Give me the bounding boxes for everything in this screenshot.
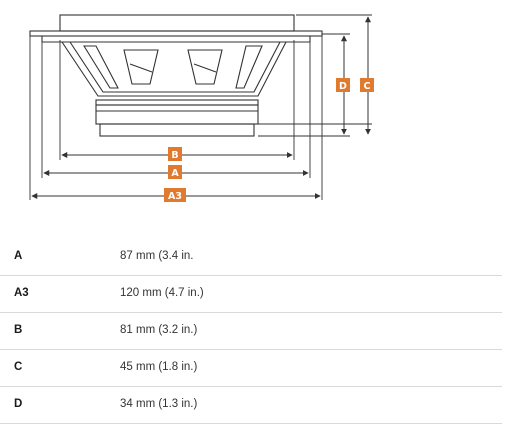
spec-value: 87 mm (3.4 in. — [120, 250, 194, 262]
badge-d: D — [336, 78, 350, 92]
speaker-dimension-diagram: D C B A A3 — [0, 0, 512, 210]
spec-label: B — [14, 324, 23, 336]
spec-value: 45 mm (1.8 in.) — [120, 361, 198, 373]
spec-value: 81 mm (3.2 in.) — [120, 324, 198, 336]
badge-c: C — [360, 78, 374, 92]
spec-value: 34 mm (1.3 in.) — [120, 398, 198, 410]
svg-text:A: A — [171, 168, 179, 179]
extension-lines — [29, 14, 372, 200]
svg-text:D: D — [339, 81, 347, 92]
spec-label: C — [14, 361, 23, 373]
spec-label: A3 — [14, 287, 29, 299]
dimension-arrows — [31, 16, 371, 199]
spec-value: 120 mm (4.7 in.) — [120, 287, 204, 299]
badge-b: B — [168, 147, 182, 161]
spec-label: A — [14, 250, 23, 262]
spec-label: D — [14, 398, 23, 410]
speaker-drawing: D C B A A3 — [29, 14, 374, 202]
badge-a3: A3 — [164, 188, 186, 202]
spec-row-d: D 34 mm (1.3 in.) — [0, 386, 502, 424]
spec-row-a: A 87 mm (3.4 in. — [0, 238, 502, 276]
svg-text:A3: A3 — [168, 191, 182, 202]
spec-row-b: B 81 mm (3.2 in.) — [0, 312, 502, 350]
badge-a: A — [168, 165, 182, 179]
svg-text:C: C — [364, 81, 371, 92]
spec-row-a3: A3 120 mm (4.7 in.) — [0, 275, 502, 313]
speaker-outline — [29, 14, 323, 137]
spec-row-c: C 45 mm (1.8 in.) — [0, 349, 502, 387]
svg-text:B: B — [171, 150, 178, 161]
